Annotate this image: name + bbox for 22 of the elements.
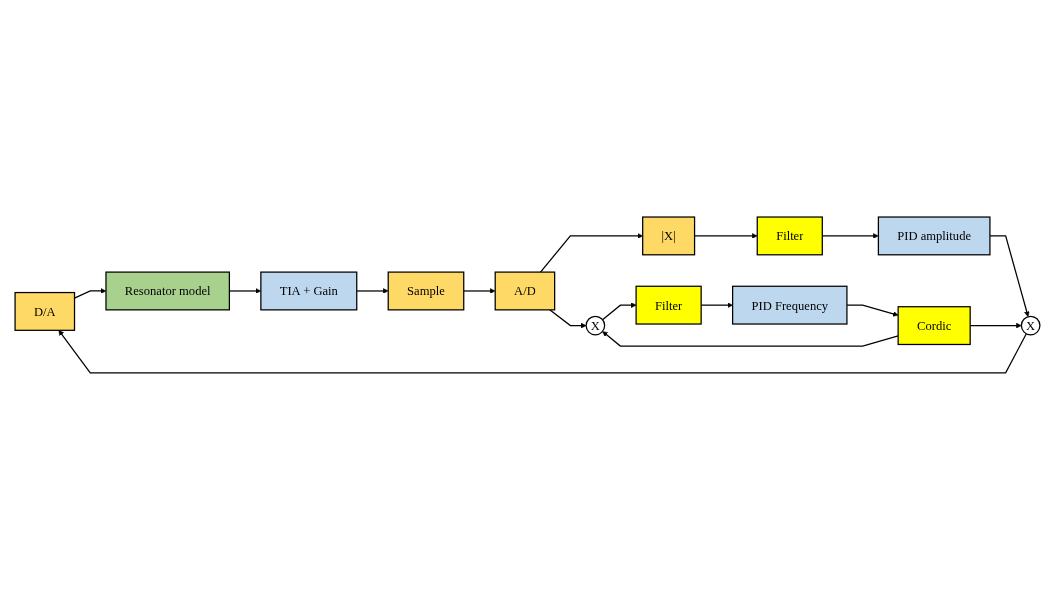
node-box: D/A — [14, 291, 76, 331]
arrow — [463, 287, 496, 294]
node-box: PID Frequency — [732, 285, 848, 325]
node-box: Filter — [635, 285, 702, 325]
node-box: Sample — [387, 271, 465, 311]
arrow — [356, 287, 389, 294]
arrow — [58, 329, 1027, 373]
node-box: Filter — [756, 216, 823, 255]
arrow — [601, 301, 637, 320]
arrow — [539, 232, 643, 273]
node-box: TIA + Gain — [260, 271, 358, 311]
arrow — [846, 304, 899, 317]
node-box: Resonator model — [105, 271, 230, 311]
arrow — [989, 234, 1030, 317]
node-box: PID amplitude — [877, 216, 991, 255]
node-box: A/D — [494, 271, 556, 311]
node-circle: X — [585, 315, 606, 336]
node-box: |X| — [642, 216, 696, 255]
arrow — [549, 308, 587, 328]
node-circle: X — [1020, 315, 1041, 336]
node-box: Cordic — [897, 305, 971, 345]
arrow — [602, 330, 899, 347]
